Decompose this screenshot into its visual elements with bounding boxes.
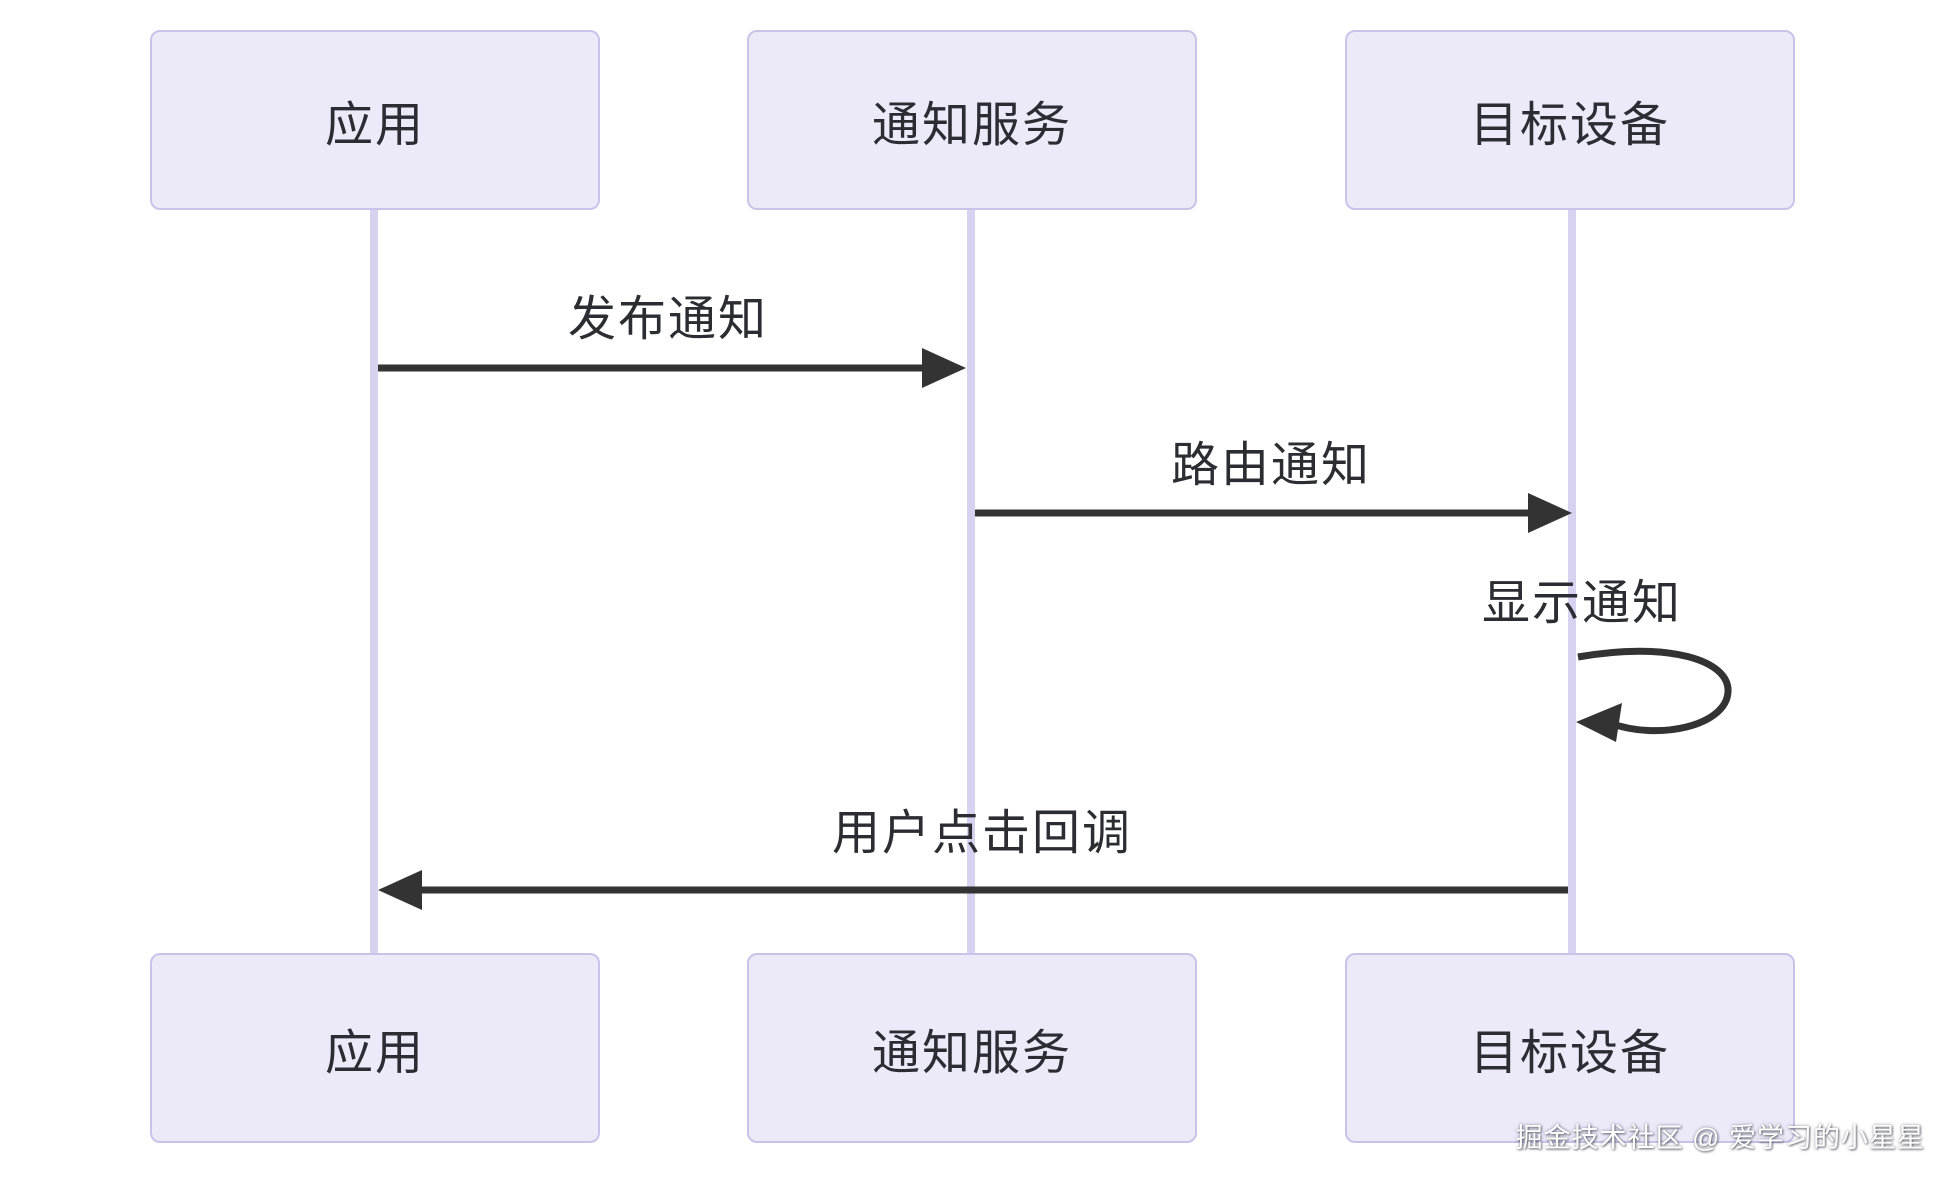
actor-box-app-top: 应用 [150,30,600,210]
message-label-display-notification: 显示通知 [1481,577,1683,630]
actor-box-target-device-bottom: 目标设备 [1345,953,1795,1143]
lifeline-app [370,210,378,953]
actor-box-notification-service-top: 通知服务 [747,30,1197,210]
message-label-user-click-callback: 用户点击回调 [831,807,1133,860]
self-loop-display-notification [1576,647,1732,742]
arrow-publish-notification [378,348,966,388]
lifeline-target-device [1568,210,1576,953]
actor-label-target-device: 目标设备 [1469,1027,1670,1080]
actor-label-app: 应用 [324,99,425,152]
watermark: 掘金技术社区 @ 爱学习的小星星 [1515,1123,1925,1153]
actor-box-target-device-top: 目标设备 [1345,30,1795,210]
message-label-publish-notification: 发布通知 [567,293,769,346]
lifeline-notification-service [967,210,975,953]
actor-label-app: 应用 [324,1027,425,1080]
actor-box-app-bottom: 应用 [150,953,600,1143]
arrow-route-notification [975,493,1572,533]
message-label-route-notification: 路由通知 [1170,439,1372,492]
actor-label-notification-service: 通知服务 [871,99,1072,152]
actor-box-notification-service-bottom: 通知服务 [747,953,1197,1143]
actor-label-notification-service: 通知服务 [871,1027,1072,1080]
actor-label-target-device: 目标设备 [1469,99,1670,152]
